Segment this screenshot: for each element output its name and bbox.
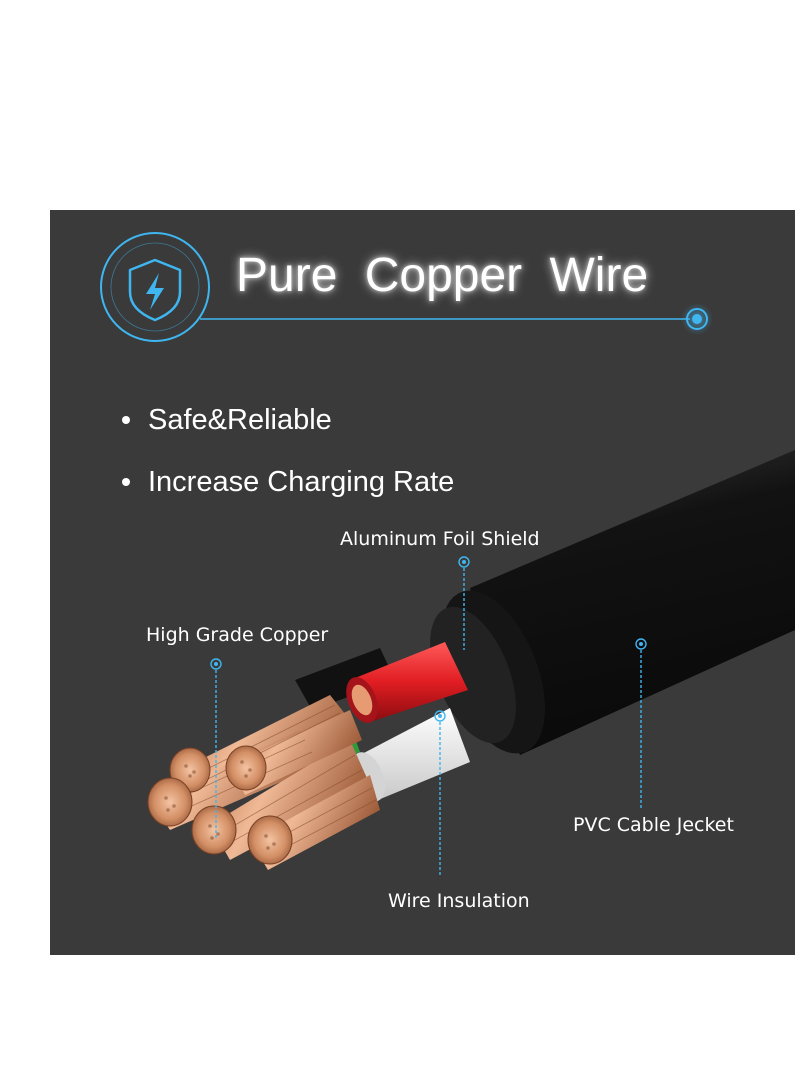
label-wire-insulation: Wire Insulation xyxy=(388,890,530,912)
header-ornament xyxy=(100,232,713,342)
red-wire xyxy=(346,642,468,723)
feature-bullet-safe-reliable: Safe&Reliable xyxy=(120,400,454,462)
feature-bullet-list: Safe&Reliable Increase Charging Rate xyxy=(120,400,454,524)
label-high-grade-copper: High Grade Copper xyxy=(146,624,329,646)
black-wire xyxy=(295,648,395,710)
feature-bullet-charging-rate: Increase Charging Rate xyxy=(120,462,454,524)
label-pvc-cable-jacket: PVC Cable Jecket xyxy=(573,814,734,836)
page-title: Pure Copper Wire xyxy=(236,249,649,302)
cable-jacket xyxy=(430,450,795,755)
callout-lines xyxy=(215,568,642,875)
label-aluminum-foil-shield: Aluminum Foil Shield xyxy=(340,528,540,550)
shield-lightning-icon xyxy=(128,258,182,322)
product-panel: Pure Copper Wire Safe&Reliable Increase … xyxy=(50,210,795,955)
copper-bundle-ends xyxy=(147,745,293,865)
cable-illustration xyxy=(100,232,795,875)
callout-dots xyxy=(210,556,647,722)
